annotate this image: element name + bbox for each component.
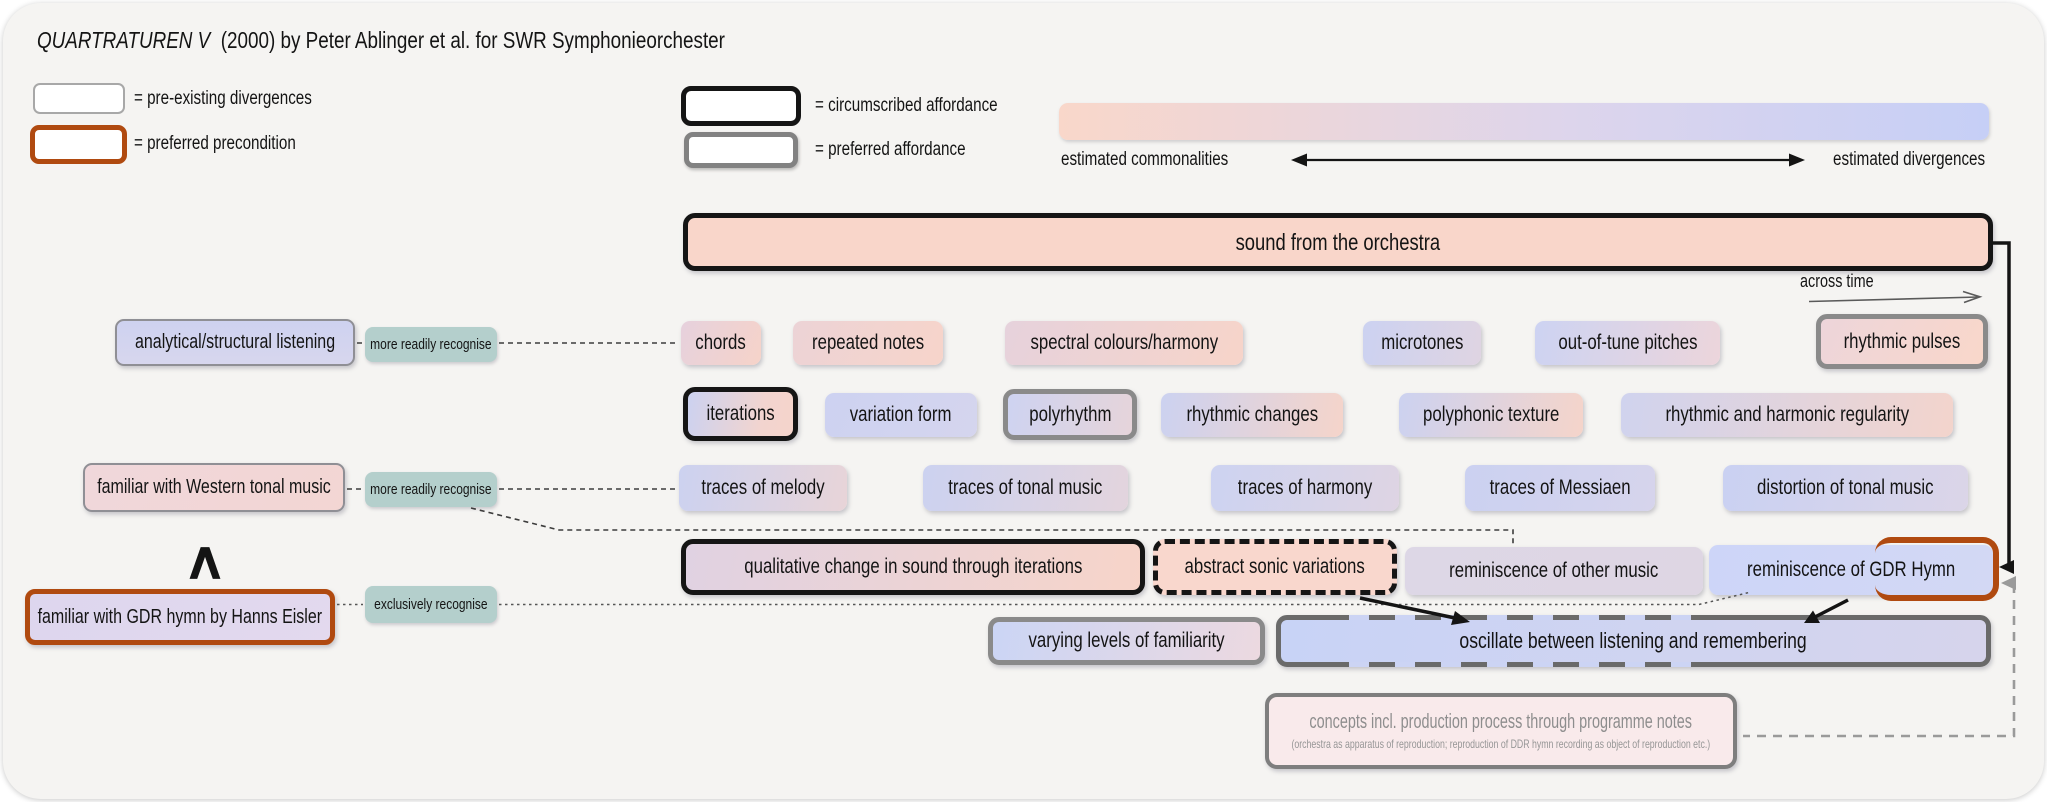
node-traces-of-messiaen: traces of Messiaen xyxy=(1465,465,1655,511)
legend-label-preferred-precondition: = preferred precondition xyxy=(134,133,296,154)
arrow-sound-to-gdr xyxy=(1991,241,2011,569)
node-traces-of-tonal-music: traces of tonal music xyxy=(923,465,1128,511)
legend-label-pre-existing: = pre-existing divergences xyxy=(134,88,312,109)
node-familiar-with-gdr-hymn: familiar with GDR hymn by Hanns Eisler xyxy=(25,589,335,645)
gdr-hymn-preferred-precondition-outline xyxy=(1875,537,1999,601)
node-spectral-colours-harmony: spectral colours/harmony xyxy=(1005,321,1243,365)
legend-label-preferred-affordance: = preferred affordance xyxy=(815,139,966,160)
node-chords: chords xyxy=(681,321,761,365)
node-rhythmic-and-harmonic-regularity: rhythmic and harmonic regularity xyxy=(1621,393,1953,437)
legend-swatch-pre-existing xyxy=(33,83,125,114)
node-polyphonic-texture: polyphonic texture xyxy=(1399,393,1583,437)
oscillate-dashed-bottom-border xyxy=(1323,662,1695,667)
node-iterations: iterations xyxy=(683,387,798,441)
node-traces-of-melody: traces of melody xyxy=(679,465,847,511)
legend-swatch-preferred-precondition xyxy=(30,125,127,164)
node-reminiscence-of-other-music: reminiscence of other music xyxy=(1405,547,1703,595)
node-analytical-structural-listening: analytical/structural listening xyxy=(115,319,355,366)
node-rhythmic-pulses: rhythmic pulses xyxy=(1816,314,1988,369)
legend-swatch-preferred-affordance xyxy=(684,132,798,168)
node-sound-from-the-orchestra: sound from the orchestra xyxy=(683,213,1993,271)
across-time-arrow xyxy=(1808,296,1980,303)
node-varying-levels-of-familiarity: varying levels of familiarity xyxy=(988,617,1265,665)
legend-label-circumscribed-affordance: = circumscribed affordance xyxy=(815,95,998,116)
spectrum-label-commonalities: estimated commonalities xyxy=(1061,149,1229,170)
title-suffix: (2000) by Peter Ablinger et al. for SWR … xyxy=(210,27,725,53)
node-traces-of-harmony: traces of harmony xyxy=(1211,465,1399,511)
node-familiar-with-western-tonal-music: familiar with Western tonal music xyxy=(83,463,345,512)
work-title: QUARTRATUREN V xyxy=(37,27,211,53)
node-out-of-tune-pitches: out-of-tune pitches xyxy=(1535,321,1720,365)
node-oscillate-listening-remembering: oscillate between listening and remember… xyxy=(1276,615,1991,667)
across-time-label: across time xyxy=(1800,271,1874,291)
node-polyrhythm: polyrhythm xyxy=(1003,389,1137,440)
spectrum-gradient-bar xyxy=(1059,103,1989,140)
node-variation-form: variation form xyxy=(825,393,977,437)
node-distortion-of-tonal-music: distortion of tonal music xyxy=(1723,465,1968,511)
node-qualitative-change-through-iterations: qualitative change in sound through iter… xyxy=(681,539,1145,595)
spectrum-label-divergences: estimated divergences xyxy=(1832,149,1985,170)
node-exclusively-recognise: exclusively recognise xyxy=(365,586,497,623)
node-concepts-programme-notes: concepts incl. production process throug… xyxy=(1265,693,1737,769)
node-microtones: microtones xyxy=(1363,321,1481,365)
figure-page: QUARTRATUREN V (2000) by Peter Ablinger … xyxy=(3,3,2044,799)
oscillate-dashed-top-border xyxy=(1323,615,1695,620)
figure-title: QUARTRATUREN V (2000) by Peter Ablinger … xyxy=(37,27,725,54)
node-more-readily-recognise-1: more readily recognise xyxy=(365,327,497,362)
node-rhythmic-changes: rhythmic changes xyxy=(1161,393,1343,437)
node-more-readily-recognise-2: more readily recognise xyxy=(365,472,497,507)
node-abstract-sonic-variations: abstract sonic variations xyxy=(1153,539,1397,595)
conjunction-caret: ∧ xyxy=(183,532,227,590)
legend-swatch-circumscribed-affordance xyxy=(681,86,801,126)
node-repeated-notes: repeated notes xyxy=(793,321,943,365)
